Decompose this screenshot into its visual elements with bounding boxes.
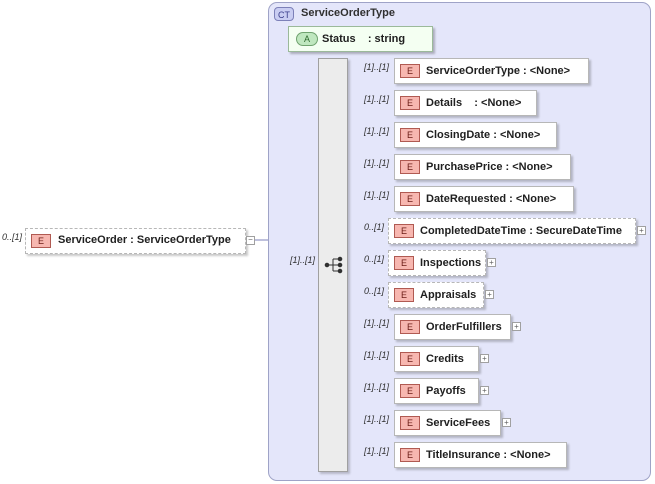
element-cardinality: 0..[1] bbox=[364, 254, 385, 264]
element-badge: E bbox=[400, 448, 420, 462]
element-cardinality: 0..[1] bbox=[364, 286, 385, 296]
element-badge: E bbox=[31, 234, 51, 248]
element-badge: E bbox=[394, 256, 414, 270]
root-element-label: ServiceOrder : ServiceOrderType bbox=[58, 234, 231, 246]
element-box[interactable] bbox=[394, 58, 589, 84]
element-box[interactable] bbox=[394, 122, 557, 148]
element-badge: E bbox=[394, 224, 414, 238]
element-badge: E bbox=[400, 96, 420, 110]
attribute-label: Status : string bbox=[322, 33, 406, 45]
element-cardinality: [1]..[1] bbox=[364, 318, 390, 328]
element-label: Inspections bbox=[420, 257, 482, 269]
element-box[interactable] bbox=[394, 186, 574, 212]
expand-icon[interactable]: + bbox=[512, 322, 521, 331]
element-label: Appraisals bbox=[420, 289, 477, 301]
element-cardinality: [1]..[1] bbox=[364, 350, 390, 360]
expand-icon[interactable]: + bbox=[487, 258, 496, 267]
expand-icon[interactable]: + bbox=[485, 290, 494, 299]
element-badge: E bbox=[400, 352, 420, 366]
attribute-badge: A bbox=[296, 32, 318, 46]
element-label: ClosingDate : <None> bbox=[426, 129, 541, 141]
element-badge: E bbox=[400, 416, 420, 430]
element-box[interactable] bbox=[394, 154, 571, 180]
element-box[interactable] bbox=[394, 442, 567, 468]
element-label: Credits bbox=[426, 353, 464, 365]
expand-icon[interactable]: + bbox=[637, 226, 646, 235]
element-label: DateRequested : <None> bbox=[426, 193, 557, 205]
element-badge: E bbox=[400, 320, 420, 334]
root-element-serviceorder[interactable] bbox=[25, 228, 246, 254]
element-badge: E bbox=[400, 64, 420, 78]
element-badge: E bbox=[400, 384, 420, 398]
root-cardinality: 0..[1] bbox=[2, 232, 23, 242]
element-label: Payoffs bbox=[426, 385, 466, 397]
element-label: OrderFulfillers bbox=[426, 321, 502, 333]
element-cardinality: [1]..[1] bbox=[364, 190, 390, 200]
element-cardinality: [1]..[1] bbox=[364, 382, 390, 392]
expand-icon[interactable]: + bbox=[502, 418, 511, 427]
collapse-icon[interactable]: − bbox=[246, 236, 255, 245]
expand-icon[interactable]: + bbox=[480, 386, 489, 395]
element-box[interactable] bbox=[394, 90, 537, 116]
element-label: TitleInsurance : <None> bbox=[426, 449, 551, 461]
element-cardinality: 0..[1] bbox=[364, 222, 385, 232]
element-badge: E bbox=[400, 192, 420, 206]
element-badge: E bbox=[400, 128, 420, 142]
element-label: Details : <None> bbox=[426, 97, 522, 109]
complex-type-title: ServiceOrderType bbox=[301, 7, 395, 19]
complex-type-badge: CT bbox=[274, 7, 294, 21]
expand-icon[interactable]: + bbox=[480, 354, 489, 363]
element-badge: E bbox=[400, 160, 420, 174]
element-label: PurchasePrice : <None> bbox=[426, 161, 553, 173]
sequence-cardinality: [1]..[1] bbox=[290, 255, 316, 265]
element-box[interactable] bbox=[388, 218, 636, 244]
element-cardinality: [1]..[1] bbox=[364, 126, 390, 136]
element-label: ServiceFees bbox=[426, 417, 491, 429]
element-cardinality: [1]..[1] bbox=[364, 158, 390, 168]
element-cardinality: [1]..[1] bbox=[364, 446, 390, 456]
element-label: CompletedDateTime : SecureDateTime bbox=[420, 225, 622, 237]
element-label: ServiceOrderType : <None> bbox=[426, 65, 571, 77]
element-cardinality: [1]..[1] bbox=[364, 414, 390, 424]
element-badge: E bbox=[394, 288, 414, 302]
element-cardinality: [1]..[1] bbox=[364, 62, 390, 72]
element-cardinality: [1]..[1] bbox=[364, 94, 390, 104]
